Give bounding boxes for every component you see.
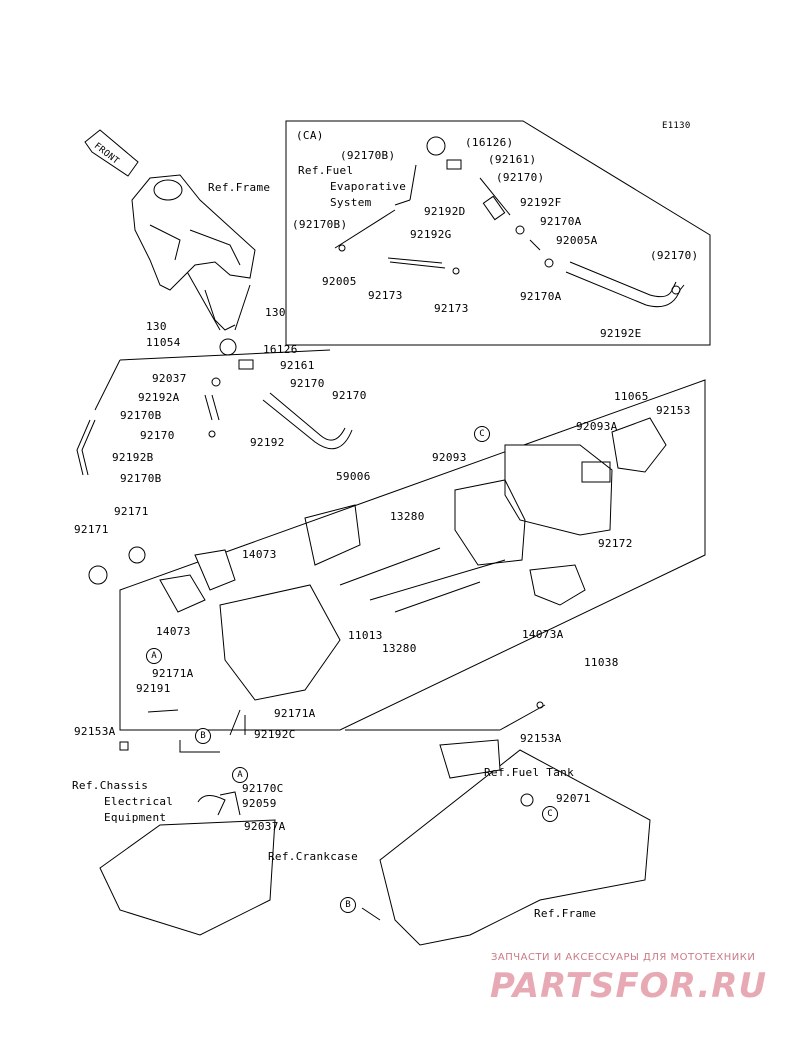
watermark-tagline: ЗАПЧАСТИ И АКСЕССУАРЫ ДЛЯ МОТОТЕХНИКИ [491, 952, 756, 963]
ref-frame-bottom: Ref.Frame [534, 907, 597, 920]
part-92037a: 92037A [244, 820, 286, 833]
air-cleaner-parts [88, 417, 667, 753]
part-92093a: 92093A [576, 420, 618, 433]
part-92153a-right: 92153A [520, 732, 562, 745]
part-92192a: 92192A [138, 391, 180, 404]
ca-92170a-2: 92170A [520, 290, 562, 303]
front-arrow-icon [84, 129, 139, 177]
part-92170-b: 92170 [140, 429, 175, 442]
part-92170-c: 92170 [332, 389, 367, 402]
ca-92192d: 92192D [424, 205, 466, 218]
ca-92192f: 92192F [520, 196, 562, 209]
ca-16126: (16126) [465, 136, 514, 149]
part-92171a-2: 92171A [274, 707, 316, 720]
part-92170c: 92170C [242, 782, 284, 795]
ref-frame-top: Ref.Frame [208, 181, 271, 194]
part-92170b-2: 92170B [120, 472, 162, 485]
part-92171a-1: 92171A [152, 667, 194, 680]
ref-fuel-evap-2: Evaporative [330, 180, 407, 193]
ca-92192e: 92192E [600, 327, 642, 340]
part-14073-1: 14073 [242, 548, 277, 561]
part-92170-a: 92170 [290, 377, 325, 390]
part-92171-1: 92171 [114, 505, 149, 518]
ca-92161: (92161) [488, 153, 537, 166]
part-59006: 59006 [336, 470, 371, 483]
ca-92173-2: 92173 [434, 302, 469, 315]
callout-c-2: C [542, 806, 558, 822]
part-92153: 92153 [656, 404, 691, 417]
ca-92170b-top: (92170B) [340, 149, 396, 162]
ca-92170a-1: 92170A [540, 215, 582, 228]
ca-92005a: 92005A [556, 234, 598, 247]
ca-92170-right: (92170) [650, 249, 699, 262]
callout-c-1: C [474, 426, 490, 442]
part-92192: 92192 [250, 436, 285, 449]
part-11013: 11013 [348, 629, 383, 642]
part-13280-2: 13280 [382, 642, 417, 655]
part-92191: 92191 [136, 682, 171, 695]
frame-top-illustration [131, 174, 256, 331]
watermark-logo: PARTSFOR.RU [490, 966, 768, 1006]
part-16126: 16126 [263, 343, 298, 356]
part-92161: 92161 [280, 359, 315, 372]
ref-chassis-3: Equipment [104, 811, 167, 824]
part-92071: 92071 [556, 792, 591, 805]
part-92037: 92037 [152, 372, 187, 385]
ca-title: (CA) [296, 129, 324, 142]
part-92192c: 92192C [254, 728, 296, 741]
part-130-left: 130 [146, 320, 167, 333]
vent-hoses-illustration [76, 338, 353, 476]
callout-a-2: A [232, 767, 248, 783]
part-92192b: 92192B [112, 451, 154, 464]
ca-92170b-left: (92170B) [292, 218, 348, 231]
part-14073a: 14073A [522, 628, 564, 641]
ref-fuel-evap-1: Ref.Fuel [298, 164, 354, 177]
ca-92170: (92170) [496, 171, 545, 184]
part-14073-2: 14073 [156, 625, 191, 638]
ref-fuel-tank: Ref.Fuel Tank [484, 766, 574, 779]
diagram-code: E1130 [662, 121, 691, 131]
part-92153a-left: 92153A [74, 725, 116, 738]
ca-92192g: 92192G [410, 228, 452, 241]
ref-chassis-2: Electrical [104, 795, 174, 808]
part-130-right: 130 [265, 306, 286, 319]
part-92172: 92172 [598, 537, 633, 550]
part-11065: 11065 [614, 390, 649, 403]
part-92171-2: 92171 [74, 523, 109, 536]
callout-a-1: A [146, 648, 162, 664]
part-92093: 92093 [432, 451, 467, 464]
part-92170b-1: 92170B [120, 409, 162, 422]
ca-92005: 92005 [322, 275, 357, 288]
ref-chassis-1: Ref.Chassis [72, 779, 149, 792]
part-13280-1: 13280 [390, 510, 425, 523]
ca-hoses-illustration [334, 136, 685, 308]
part-11054: 11054 [146, 336, 181, 349]
ref-fuel-evap-3: System [330, 196, 372, 209]
ca-inset-box [285, 120, 711, 346]
ref-crankcase: Ref.Crankcase [268, 850, 358, 863]
part-92059: 92059 [242, 797, 277, 810]
callout-b-1: B [195, 728, 211, 744]
callout-b-2: B [340, 897, 356, 913]
ca-92173-1: 92173 [368, 289, 403, 302]
air-cleaner-outline [119, 379, 706, 731]
lower-frame-illustration [99, 739, 651, 946]
part-11038: 11038 [584, 656, 619, 669]
